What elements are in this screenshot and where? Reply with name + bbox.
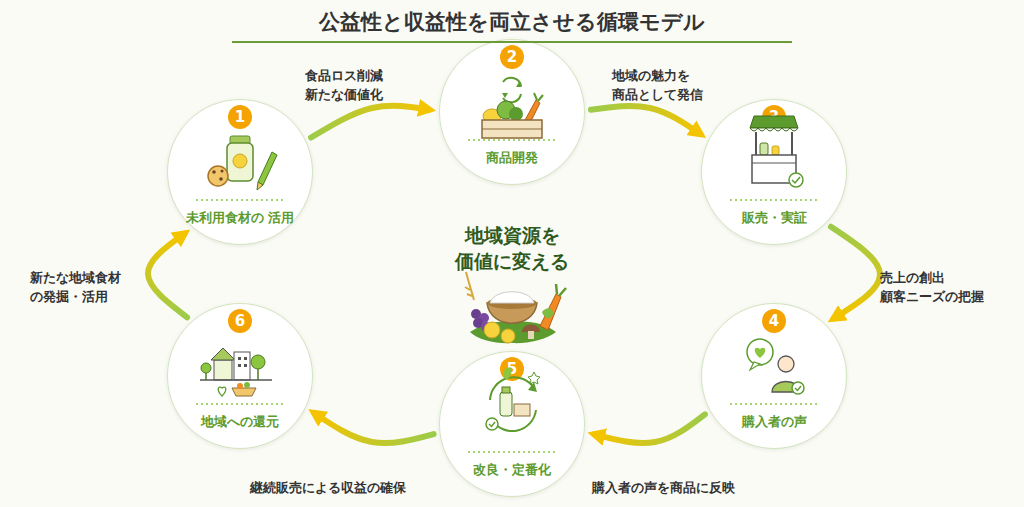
arrow-label: 新たな地域食材 の発掘・活用 [30,268,150,306]
cycle-arrow [148,234,187,318]
step-number: 5 [500,357,524,381]
center-produce-illustration [484,322,500,338]
center-produce-illustration [465,272,566,343]
center-produce-illustration [490,292,534,303]
step-circle: 3 販売・実証 [701,99,847,245]
center-produce-illustration [556,284,566,296]
step-circle: 1 未利用食材の 活用 [167,99,313,245]
step-label: 販売・実証 [712,209,836,227]
step-number: 1 [228,105,252,129]
cycle-arrow [594,414,705,443]
step-number: 4 [762,309,786,333]
step-circle: 5 改良・定番化 [439,351,585,497]
step-circle: 6 地域への還元 [167,303,313,449]
center-produce-illustration [465,272,474,300]
center-produce-illustration [487,303,537,323]
center-produce-illustration [471,309,481,319]
center-produce-illustration [470,321,556,343]
arrow-label: 継続販売による収益の確保 [250,478,450,497]
cycle-arrow [311,106,429,138]
step-label: 商品開発 [450,149,574,167]
center-produce-illustration [479,313,489,323]
center-produce-illustration [522,325,540,333]
step-number: 2 [500,45,524,69]
arrow-label: 地域の魅力を 商品として発信 [612,66,732,104]
cycle-arrow [314,413,433,443]
center-produce-illustration [542,308,553,318]
center-produce-illustration [481,322,491,332]
step-label: 購入者の声 [712,413,836,431]
cycle-arrow [831,227,880,319]
center-produce-illustration [501,329,515,343]
diagram-title: 公益性と収益性を両立させる循環モデル [0,8,1024,36]
step-circle: 2 商品開発 [439,39,585,185]
center-produce-illustration [540,294,561,330]
step-label: 未利用食材の 活用 [178,209,302,227]
center-produce-illustration [528,331,534,339]
step-number: 6 [228,309,252,333]
arrow-label: 購入者の声を商品に反映 [592,478,792,497]
step-label: 改良・定番化 [450,461,574,479]
center-produce-illustration [473,318,483,328]
step-circle: 4 購入者の声 [701,303,847,449]
center-produce-illustration [487,297,537,309]
step-label: 地域への還元 [178,413,302,431]
arrow-label: 食品ロス削減 新たな価値化 [305,66,425,104]
arrow-label: 売上の創出 顧客ニーズの把握 [880,268,1000,306]
center-caption: 地域資源を 価値に変える [437,222,587,274]
step-number: 3 [762,105,786,129]
cycle-arrow [591,106,700,134]
